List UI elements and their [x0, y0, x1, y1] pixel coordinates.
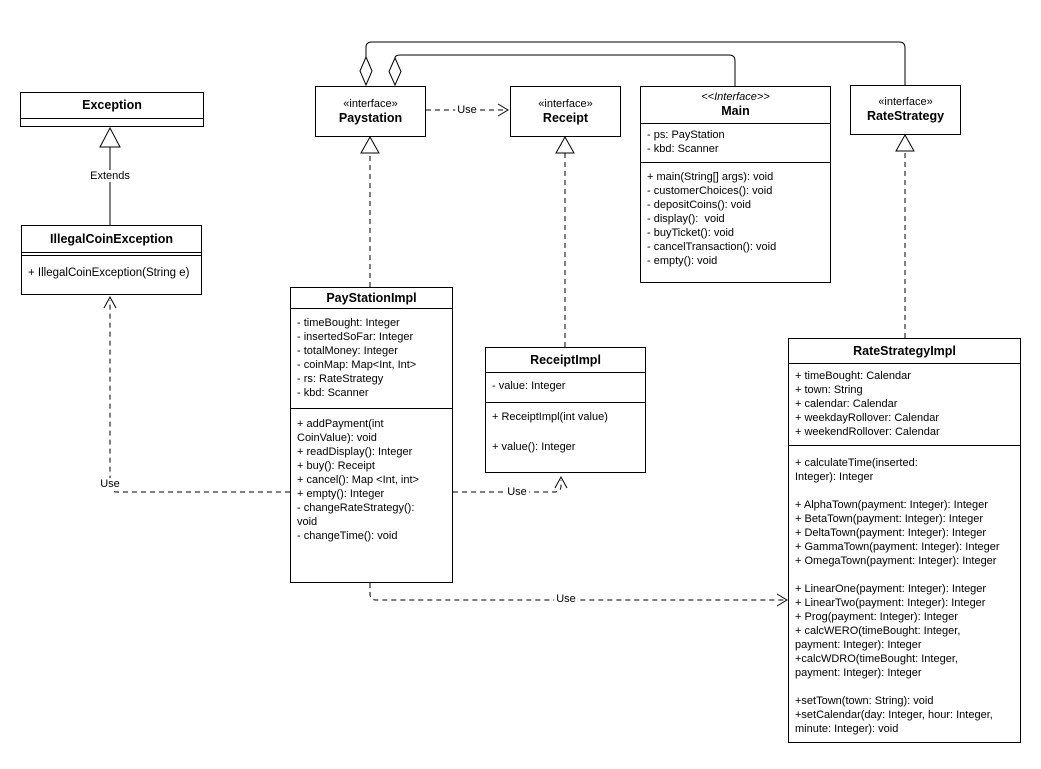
empty-compartment	[21, 119, 203, 126]
class-rate-strategy-impl[interactable]: RateStrategyImpl + timeBought: Calendar …	[788, 338, 1021, 743]
class-main-header: <<Interface>> Main	[641, 87, 830, 124]
use-label-paystation-receipt: Use	[455, 104, 479, 116]
edge-realization-receiptimpl	[555, 135, 575, 347]
edge-use-paystationimpl-ratestrategyimpl	[369, 583, 788, 607]
class-name: RateStrategyImpl	[853, 343, 956, 358]
class-rate-strategy-impl-header: RateStrategyImpl	[789, 339, 1020, 364]
methods-compartment: + calculateTime(inserted: Integer): Inte…	[795, 457, 1000, 735]
attributes-compartment: - value: Integer	[486, 373, 645, 403]
edge-realization-ratestrategyimpl	[895, 133, 915, 338]
class-name: PayStationImpl	[326, 290, 417, 305]
class-paystation-header: «interface» Paystation	[316, 87, 425, 136]
class-receipt[interactable]: «interface» Receipt	[510, 86, 621, 137]
attributes-compartment: - timeBought: Integer - insertedSoFar: I…	[291, 309, 452, 409]
class-exception-header: Exception	[21, 93, 203, 119]
class-name: Paystation	[338, 110, 403, 125]
class-paystation[interactable]: «interface» Paystation	[315, 86, 426, 137]
methods-compartment: + ReceiptImpl(int value) + value(): Inte…	[492, 411, 608, 453]
class-rate-strategy-header: «interface» RateStrategy	[851, 86, 960, 134]
class-exception[interactable]: Exception	[20, 92, 204, 127]
class-receipt-impl-header: ReceiptImpl	[486, 348, 645, 373]
edge-use-paystationimpl-illegalcoinexception	[103, 295, 290, 493]
class-stereotype: «interface»	[343, 97, 398, 110]
use-label-ratestrategyimpl: Use	[554, 593, 578, 605]
attributes-compartment: + timeBought: Calendar + town: String + …	[789, 364, 1020, 446]
class-name: Main	[721, 104, 750, 118]
use-label-receiptimpl: Use	[505, 486, 529, 498]
methods-compartment: + main(String[] args): void - customerCh…	[647, 171, 777, 267]
edge-aggregation-main-paystation	[388, 54, 736, 87]
edge-realization-paystationimpl	[360, 135, 380, 287]
class-name: RateStrategy	[866, 109, 945, 123]
class-illegal-coin-exception-header: IllegalCoinException	[22, 226, 201, 253]
class-name: Receipt	[542, 110, 589, 125]
class-main[interactable]: <<Interface>> Main - ps: PayStation - kb…	[640, 86, 831, 283]
class-stereotype: «interface»	[878, 96, 933, 108]
edge-aggregation-ratestrategy-paystation	[359, 41, 906, 87]
class-name: ReceiptImpl	[530, 352, 601, 367]
class-stereotype: «interface»	[538, 97, 593, 110]
extends-label: Extends	[88, 170, 132, 182]
class-illegal-coin-exception[interactable]: IllegalCoinException + IllegalCoinExcept…	[21, 225, 202, 295]
class-pay-station-impl-header: PayStationImpl	[291, 288, 452, 309]
class-receipt-header: «interface» Receipt	[511, 87, 620, 136]
methods-compartment: + addPayment(int CoinValue): void + read…	[297, 418, 419, 542]
class-rate-strategy[interactable]: «interface» RateStrategy	[850, 85, 961, 135]
use-label-illegalcoinexception: Use	[98, 478, 122, 490]
class-receipt-impl[interactable]: ReceiptImpl - value: Integer + ReceiptIm…	[485, 347, 646, 473]
methods-compartment: + IllegalCoinException(String e)	[28, 267, 190, 279]
class-name: Exception	[82, 98, 142, 112]
attributes-compartment: - ps: PayStation - kbd: Scanner	[641, 124, 830, 163]
class-stereotype: <<Interface>>	[701, 91, 770, 103]
empty-compartment	[22, 253, 201, 256]
class-name: IllegalCoinException	[50, 231, 173, 246]
class-pay-station-impl[interactable]: PayStationImpl - timeBought: Integer - i…	[290, 287, 453, 583]
